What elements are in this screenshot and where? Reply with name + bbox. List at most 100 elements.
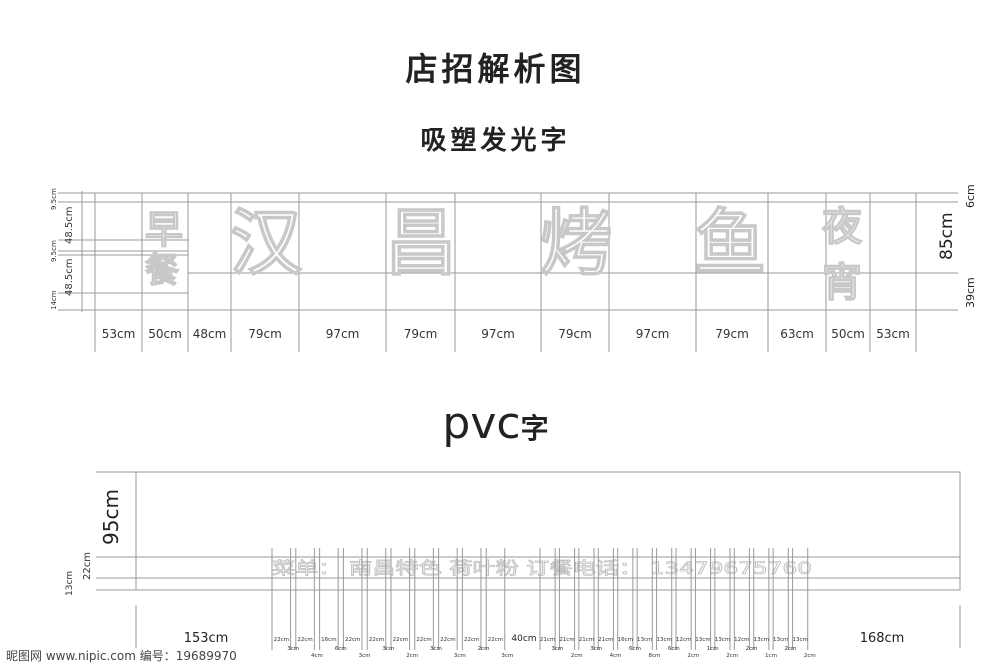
pvc-gap-width-label: 3cm (454, 653, 466, 659)
pvc-gap-width-label: 6cm (629, 646, 641, 652)
pvc-gap-width-label: 8cm (648, 653, 660, 659)
pvc-char-width-label: 21cm (579, 637, 594, 643)
pvc-char-width-label: 16cm (321, 637, 336, 643)
sign-width-label: 97cm (636, 327, 670, 341)
pvc-gap-width-label: 2cm (746, 646, 758, 652)
pvc-char-width-label: 22cm (297, 637, 312, 643)
pvc-gap-width-label: 4cm (311, 653, 323, 659)
section2-title-latin: pvc (442, 398, 521, 449)
sign-width-label: 50cm (148, 327, 182, 341)
pvc-middle-gap-label: 40cm (511, 634, 536, 644)
pvc-gap-width-label: 3cm (551, 646, 563, 652)
pvc-char-width-label: 21cm (559, 637, 574, 643)
sign-width-label: 53cm (876, 327, 910, 341)
pvc-gap-width-label: 2cm (784, 646, 796, 652)
pvc-char-width-label: 22cm (369, 637, 384, 643)
pvc-char-width-label: 22cm (488, 637, 503, 643)
sign-width-label: 79cm (558, 327, 592, 341)
pvc-gap-width-label: 6cm (668, 646, 680, 652)
char-chang: 昌 (385, 201, 457, 285)
char-yu: 鱼 (694, 201, 766, 285)
pvc-gap-width-label: 3cm (501, 653, 513, 659)
sign-width-label: 97cm (326, 327, 360, 341)
pvc-gap-width-label: 2cm (478, 646, 490, 652)
pvc-gap-width-label: 6cm (335, 646, 347, 652)
pvc-char-width-label: 13cm (695, 637, 710, 643)
pvc-gap-width-label: 3cm (590, 646, 602, 652)
pvc-gap-width-label: 3cm (287, 646, 299, 652)
pvc-char-width-label: 21cm (598, 637, 613, 643)
pvc-char-width-label: 21cm (540, 637, 555, 643)
sign-width-label: 53cm (102, 327, 136, 341)
sign-width-label: 97cm (481, 327, 515, 341)
char-night-2: 宵 (822, 260, 862, 306)
pvc-char-width-label: 13cm (792, 637, 807, 643)
sign-width-label: 79cm (248, 327, 282, 341)
pvc-gap-width-label: 3cm (382, 646, 394, 652)
sign-width-gridlines (94, 193, 917, 352)
pvc-right-width-label: 168cm (860, 631, 905, 646)
char-night-1: 夜 (821, 204, 863, 250)
left-dim-1: 9.5cm (50, 188, 58, 210)
pvc-char-width-label: 22cm (345, 637, 360, 643)
right-dim-height: 85cm (937, 212, 957, 260)
pvc-frame (96, 471, 961, 648)
pvc-gap-width-label: 3cm (359, 653, 371, 659)
section2-title-cn: 字 (520, 412, 549, 445)
sign-characters: 早 餐 汉 昌 烤 鱼 夜 宵 (144, 200, 863, 306)
left-dim-3: 9.5cm (50, 240, 58, 262)
pvc-char-width-label: 22cm (393, 637, 408, 643)
right-dim-bottom: 39cm (964, 277, 977, 308)
pvc-char-width-label: 12cm (734, 637, 749, 643)
right-dim-top: 6cm (964, 184, 977, 208)
pvc-bottom-height-label: 13cm (65, 571, 75, 596)
pvc-char-width-label: 13cm (754, 637, 769, 643)
sign-board-frame (58, 191, 958, 312)
pvc-text-height-label: 22cm (82, 552, 93, 580)
pvc-char-width-label: 13cm (715, 637, 730, 643)
pvc-gap-width-label: 2cm (804, 653, 816, 659)
pvc-gap-width-label: 2cm (571, 653, 583, 659)
pvc-char-width-label: 22cm (416, 637, 431, 643)
pvc-char-width-label: 13cm (773, 637, 788, 643)
pvc-gap-width-label: 2cm (687, 653, 699, 659)
pvc-char-width-label: 13cm (637, 637, 652, 643)
pvc-char-width-label: 12cm (676, 637, 691, 643)
pvc-char-width-labels: 22cm 3cm 22cm 4cm 16cm 6cm 22cm 3cm 22cm 3cm 22cm 2… (274, 637, 816, 659)
diagram-title: 店招解析图 (405, 50, 586, 88)
char-han: 汉 (230, 201, 303, 285)
pvc-char-width-label: 22cm (440, 637, 455, 643)
pvc-height-label: 95cm (99, 489, 123, 545)
pvc-gap-width-label: 4cm (610, 653, 622, 659)
left-dim-4: 48.5cm (64, 258, 75, 296)
char-breakfast-2: 餐 (145, 251, 179, 291)
sign-width-label: 48cm (193, 327, 227, 341)
left-dim-2: 48.5cm (64, 206, 75, 244)
watermark: 昵图网 www.nipic.com 编号：19689970 (6, 649, 237, 663)
left-dim-5: 14cm (50, 290, 58, 310)
section1-subtitle: 吸塑发光字 (420, 126, 571, 156)
sign-width-label: 50cm (831, 327, 865, 341)
pvc-gap-width-label: 3cm (430, 646, 442, 652)
pvc-left-width-label: 153cm (184, 631, 229, 646)
pvc-gap-width-label: 1cm (707, 646, 719, 652)
pvc-char-width-label: 16cm (618, 637, 633, 643)
pvc-gap-width-label: 2cm (406, 653, 418, 659)
pvc-char-width-label: 22cm (274, 637, 289, 643)
pvc-char-gridlines (271, 548, 809, 650)
char-breakfast-1: 早 (145, 208, 183, 252)
char-kao: 烤 (540, 201, 612, 285)
pvc-char-width-label: 22cm (464, 637, 479, 643)
right-dimensions: 6cm 85cm 39cm (937, 184, 977, 308)
sign-width-labels: 53cm 50cm 48cm 79cm 97cm 79cm 97cm 79cm 97cm 79cm… (102, 327, 910, 341)
pvc-char-width-label: 13cm (656, 637, 671, 643)
pvc-gap-width-label: 1cm (765, 653, 777, 659)
pvc-gap-width-label: 2cm (726, 653, 738, 659)
sign-width-label: 79cm (715, 327, 749, 341)
left-dimensions: 9.5cm 48.5cm 9.5cm 48.5cm 14cm (50, 188, 75, 310)
section2-title: pvc字 (0, 398, 991, 449)
sign-width-label: 79cm (404, 327, 438, 341)
sign-width-label: 63cm (780, 327, 814, 341)
pvc-text-line: 菜单： 南昌特色 荷叶粉 订餐电话： 13479675760 (272, 559, 812, 579)
